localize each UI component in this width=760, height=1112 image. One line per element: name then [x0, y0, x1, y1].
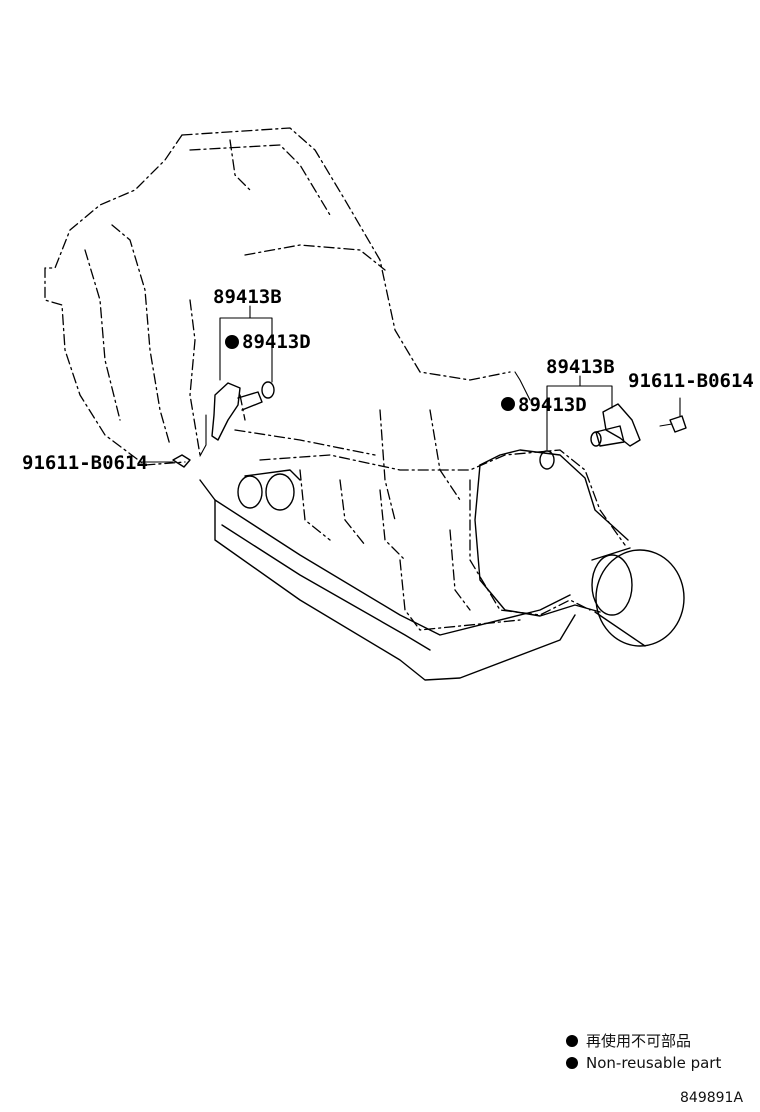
- right-oring-label: 89413D: [518, 394, 587, 416]
- right-oring: [539, 450, 555, 470]
- legend-jp-text: 再使用不可部品: [586, 1032, 692, 1050]
- left-sensor-label: 89413B: [213, 286, 282, 308]
- left-speed-sensor: [199, 381, 275, 457]
- right-non-reusable-dot: [501, 397, 515, 411]
- left-bolt-label: 91611-B0614: [22, 452, 148, 474]
- legend: 再使用不可部品 Non-reusable part: [566, 1030, 721, 1074]
- legend-row-jp: 再使用不可部品: [566, 1030, 721, 1052]
- transmission-housing: [44, 127, 685, 681]
- right-sensor-label: 89413B: [546, 356, 615, 378]
- right-bolt-label: 91611-B0614: [628, 370, 754, 392]
- diagram-ref-number: 849891A: [680, 1090, 744, 1106]
- left-non-reusable-dot: [225, 335, 239, 349]
- right-speed-sensor: [590, 403, 641, 447]
- legend-en-text: Non-reusable part: [586, 1054, 722, 1072]
- bullet-dot-icon: [566, 1057, 578, 1069]
- bullet-dot-icon: [566, 1035, 578, 1047]
- left-bolt: [139, 454, 191, 468]
- leader-lines: [219, 305, 613, 451]
- legend-row-en: Non-reusable part: [566, 1052, 721, 1074]
- right-bolt: [659, 397, 687, 433]
- left-oring-label: 89413D: [242, 331, 311, 353]
